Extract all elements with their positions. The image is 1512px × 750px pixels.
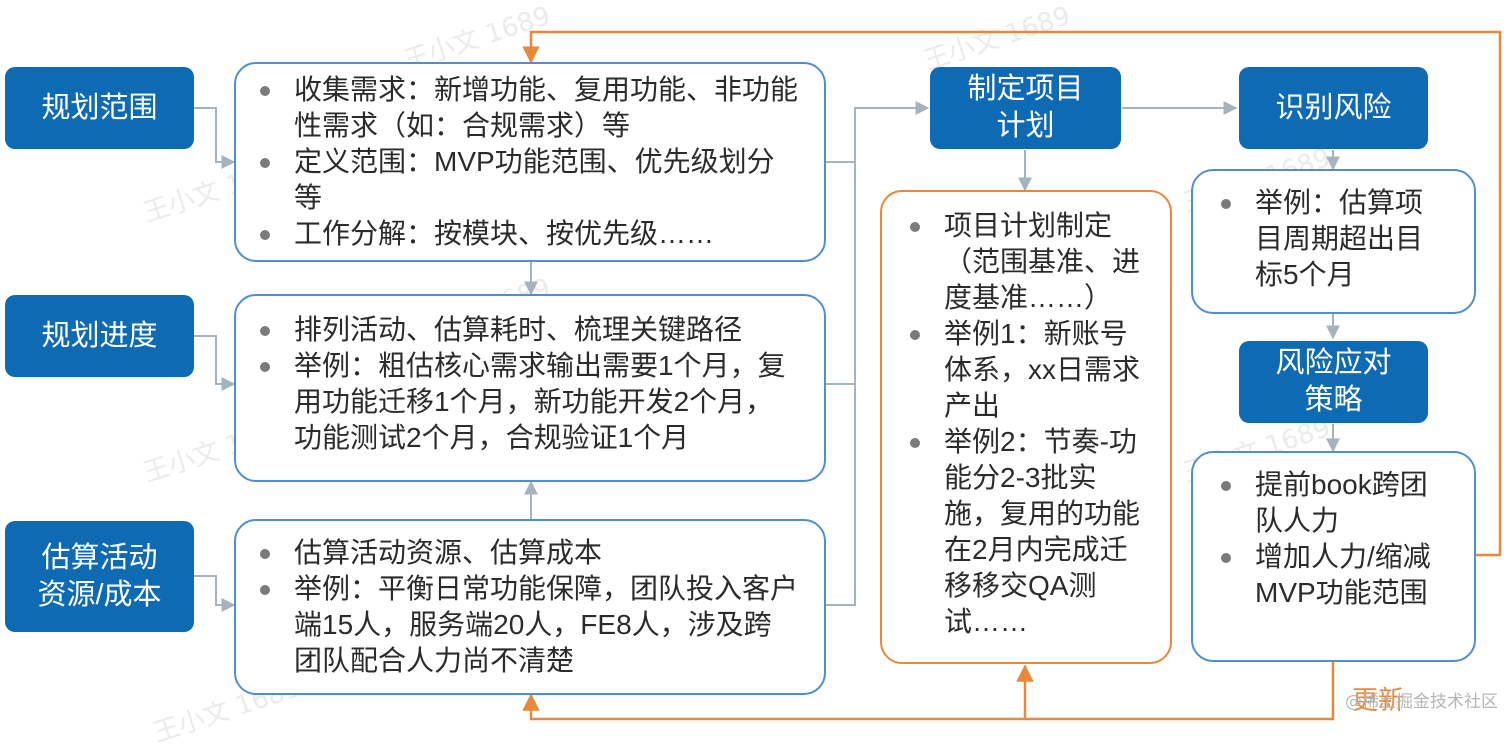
footer-credit: @稀土掘金技术社区: [1345, 692, 1498, 712]
line-resource-to-plan: [826, 384, 856, 606]
resource-item: 举例：平衡日常功能保障，团队投入客户端15人，服务端20人，FE8人，涉及跨团队…: [236, 571, 798, 679]
phase-plan: 制定项目计划: [930, 67, 1121, 149]
phase-risk: 识别风险: [1239, 67, 1428, 149]
resource-item: 估算活动资源、估算成本: [236, 535, 798, 571]
phase-scope: 规划范围: [5, 67, 194, 149]
phase-strategy: 风险应对策略: [1239, 341, 1428, 423]
scope-item: 工作分解：按模块、按优先级……: [236, 216, 798, 252]
strategy-item: 增加人力/缩减MVP功能范围: [1193, 539, 1450, 611]
feedback-bottom: [522, 662, 1335, 721]
schedule-item: 排列活动、估算耗时、梳理关键路径: [236, 312, 798, 348]
line-schedule-to-plan: [826, 162, 856, 385]
box-scope: 收集需求：新增功能、复用功能、非功能性需求（如：合规需求）等 定义范围：MVP功…: [234, 62, 826, 262]
box-plan: 项目计划制定（范围基准、进度基准……） 举例1：新账号体系，xx日需求产出 举例…: [880, 190, 1172, 664]
plan-item: 举例1：新账号体系，xx日需求产出: [882, 316, 1148, 424]
box-schedule: 排列活动、估算耗时、梳理关键路径 举例：粗估核心需求输出需要1个月，复用功能迁移…: [234, 294, 826, 482]
arrow-to-plan: [826, 101, 930, 163]
box-risk: 举例：估算项目周期超出目标5个月: [1191, 169, 1476, 314]
arrow-scope: [194, 107, 236, 169]
box-strategy: 提前book跨团队人力 增加人力/缩减MVP功能范围: [1191, 451, 1476, 662]
connector-lines: [194, 30, 1502, 721]
plan-item: 举例2：节奏-功能分2-3批实施，复用的功能在2月内完成迁移移交QA测试……: [882, 424, 1148, 640]
box-resource: 估算活动资源、估算成本 举例：平衡日常功能保障，团队投入客户端15人，服务端20…: [234, 519, 826, 695]
scope-item: 定义范围：MVP功能范围、优先级划分等: [236, 144, 798, 216]
strategy-item: 提前book跨团队人力: [1193, 467, 1450, 539]
arrow-schedule: [194, 335, 236, 391]
schedule-item: 举例：粗估核心需求输出需要1个月，复用功能迁移1个月，新功能开发2个月，功能测试…: [236, 348, 798, 456]
phase-schedule: 规划进度: [5, 295, 194, 377]
scope-item: 收集需求：新增功能、复用功能、非功能性需求（如：合规需求）等: [236, 72, 798, 144]
feedback-top: [522, 30, 1502, 557]
risk-item: 举例：估算项目周期超出目标5个月: [1193, 185, 1446, 293]
update-label: 更新: [1352, 685, 1405, 715]
plan-item: 项目计划制定（范围基准、进度基准……）: [882, 208, 1148, 316]
phase-resource: 估算活动资源/成本: [5, 521, 194, 632]
arrow-resource: [194, 575, 236, 612]
